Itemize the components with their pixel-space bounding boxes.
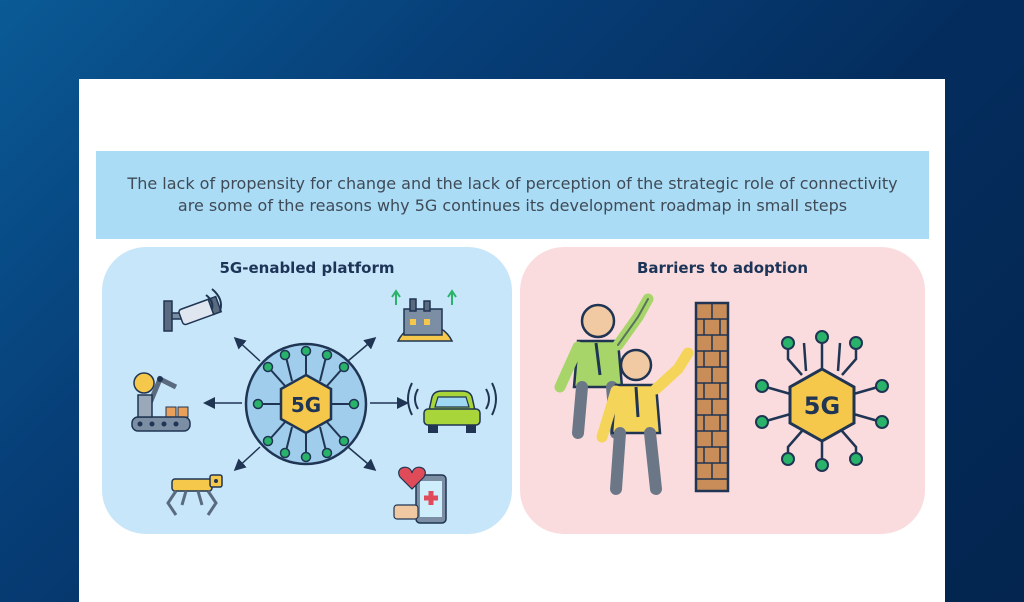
content-card: The lack of propensity for change and th…	[79, 79, 945, 602]
industrial-robot-arm-icon	[131, 372, 191, 432]
arrow-health	[347, 446, 377, 471]
climbing-people-icon	[554, 293, 694, 495]
headline-text: The lack of propensity for change and th…	[127, 174, 898, 215]
connected-car-icon	[407, 382, 497, 433]
brick-wall-icon	[694, 301, 730, 493]
arrow-camera	[233, 336, 261, 362]
chip-label: 5G	[804, 392, 840, 420]
arrow-factory	[347, 337, 377, 362]
hub-label: 5G	[291, 393, 321, 417]
platform-panel: 5G-enabled platform	[102, 247, 512, 534]
barriers-panel: Barriers to adoption	[520, 247, 925, 534]
barriers-panel-title: Barriers to adoption	[636, 259, 809, 277]
platform-diagram: 5G	[131, 288, 497, 524]
health-app-icon	[393, 466, 447, 524]
robot-dog-icon	[166, 474, 223, 516]
barriers-diagram: 5G	[554, 293, 889, 495]
arrow-robot-dog	[233, 446, 261, 472]
5g-chip-icon: 5G	[755, 330, 889, 472]
smart-factory-icon	[391, 289, 457, 342]
security-camera-icon	[163, 288, 223, 332]
platform-panel-title: 5G-enabled platform	[219, 259, 395, 277]
arrows	[203, 336, 409, 472]
headline-banner: The lack of propensity for change and th…	[96, 151, 929, 239]
5g-hub: 5G	[244, 342, 368, 466]
